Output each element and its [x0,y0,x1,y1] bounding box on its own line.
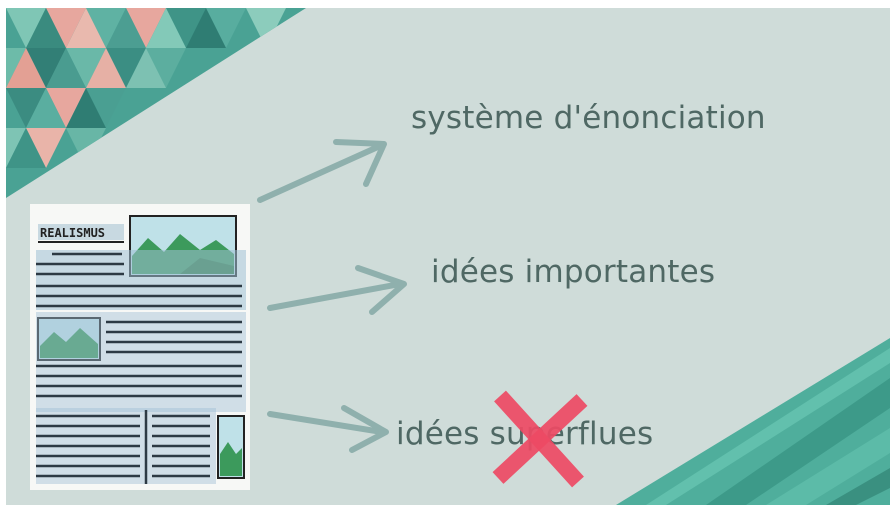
label-systeme-enonciation: système d'énonciation [411,100,766,136]
label-idees-importantes: idées importantes [431,254,716,290]
arrow-right-icon [267,405,389,453]
document-illustration: REALISMUS [30,204,250,490]
slide: REALISMUS [6,8,890,505]
document-image-bottom [217,415,245,479]
document-text-lines [36,250,246,310]
arrow-right-icon [257,139,387,203]
cross-out-icon [492,390,588,488]
decorative-corner-patterns [6,8,890,505]
document-headline: REALISMUS [40,226,105,240]
arrow-right-icon [267,265,407,315]
document-image-middle [37,317,101,361]
